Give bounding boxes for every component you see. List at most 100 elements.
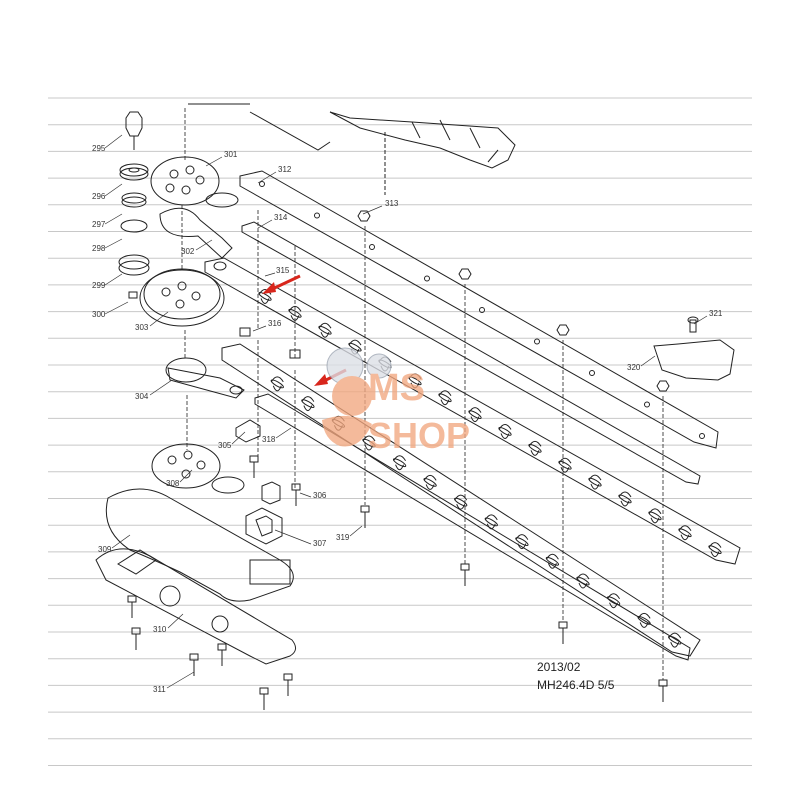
blade-slot	[454, 497, 468, 507]
hex-nut	[458, 268, 472, 280]
leader-line	[362, 205, 383, 215]
leader-line	[274, 529, 312, 545]
part-number-label: 297	[92, 220, 106, 229]
blade-tooth	[362, 435, 376, 442]
part-number-label: 303	[135, 323, 149, 332]
leader-line	[104, 238, 123, 249]
mounting-hole	[314, 212, 320, 219]
leader-line	[252, 325, 267, 332]
blade-tooth	[576, 573, 590, 580]
blade-tooth	[528, 440, 542, 447]
blade-tooth	[558, 457, 572, 464]
blade-tooth	[678, 525, 692, 531]
guide-blocks	[235, 327, 301, 545]
part-number-label: 318	[262, 435, 276, 444]
bolt-head	[131, 627, 141, 635]
blade-slot	[484, 517, 498, 527]
blade-slot	[545, 556, 560, 566]
part-number-label: 309	[98, 545, 112, 554]
part-number-label: 307	[313, 539, 327, 548]
blade-slot	[648, 511, 662, 521]
leader-line	[166, 671, 195, 689]
callout-labels: 2952962972982993003013023033043053063073…	[92, 144, 723, 694]
red-arrow-head-icon	[314, 374, 328, 386]
blade-slot	[423, 477, 437, 487]
part-number-label: 310	[153, 625, 167, 634]
blade-plate-312	[239, 170, 719, 449]
bolt-head	[460, 563, 470, 571]
leader-line	[104, 183, 123, 197]
part-number-label: 300	[92, 310, 106, 319]
blade-tooth	[301, 396, 315, 402]
blade-tooth	[454, 494, 468, 501]
part-number-label: 304	[135, 392, 149, 401]
blade-tooth	[668, 632, 682, 639]
shop-watermark: MS SHOP	[322, 347, 470, 456]
blade-slot	[348, 342, 362, 352]
blade-slot	[588, 477, 602, 487]
part-number-label: 315	[276, 266, 290, 275]
part-number-label: 299	[92, 281, 106, 290]
mounting-hole	[644, 401, 650, 408]
fasteners	[127, 210, 670, 710]
mounting-hole	[479, 307, 485, 313]
bolt-head	[558, 621, 568, 629]
bolt-head	[217, 643, 227, 651]
mounting-hole	[589, 370, 595, 376]
leader-line	[257, 219, 273, 229]
upper-cutting-blade	[204, 257, 741, 565]
blade-slot	[708, 545, 722, 555]
bolt-head	[291, 483, 301, 491]
part-number-label: 311	[153, 685, 166, 694]
page-rules	[48, 97, 752, 766]
part-number-label: 296	[92, 192, 106, 201]
blade-slot	[678, 528, 692, 538]
part-number-label: 313	[385, 199, 399, 208]
leader-line	[167, 613, 184, 629]
blade-tooth	[618, 491, 632, 498]
blade-tooth	[607, 593, 620, 599]
mounting-hole	[369, 244, 375, 250]
leader-line	[195, 239, 213, 251]
blade-tooth	[484, 514, 498, 521]
leader-line	[104, 301, 129, 315]
blade-clamp-320	[653, 316, 735, 381]
blade-plate-314	[241, 221, 701, 485]
mounting-hole	[534, 338, 540, 345]
leader-line	[205, 156, 223, 167]
part-number-label: 319	[336, 533, 350, 542]
part-number-label: 306	[313, 491, 327, 500]
leader-line	[149, 379, 173, 396]
bolt-head	[360, 505, 370, 513]
blade-slot	[392, 458, 407, 468]
hex-nut	[556, 324, 570, 336]
leader-line	[104, 213, 123, 225]
blade-slot	[515, 537, 529, 547]
leader-line	[640, 355, 656, 367]
blade-slot	[618, 494, 632, 504]
blade-slot	[270, 379, 284, 389]
leader-line	[299, 492, 312, 498]
blade-slot	[606, 596, 621, 606]
leader-line	[231, 431, 246, 445]
red-arrow-head-icon	[262, 282, 276, 294]
part-number-label: 314	[274, 213, 288, 222]
leader-line	[104, 134, 123, 149]
bolt-head	[249, 455, 259, 463]
hex-nut	[357, 210, 371, 222]
bolt-head	[259, 687, 269, 695]
part-number-label: 320	[627, 363, 641, 372]
mascot-icon	[322, 347, 392, 447]
gearcase-base	[95, 488, 296, 665]
blade-slot	[668, 635, 682, 645]
gear-assembly	[118, 111, 245, 494]
part-number-label: 305	[218, 441, 232, 450]
part-number-label: 321	[709, 309, 723, 318]
leader-line	[693, 315, 708, 325]
blade-tooth	[348, 339, 362, 346]
handle-housing	[188, 103, 516, 195]
blade-tooth	[648, 508, 662, 515]
blade-slot	[468, 410, 482, 420]
bottom-plate-318	[254, 393, 691, 661]
